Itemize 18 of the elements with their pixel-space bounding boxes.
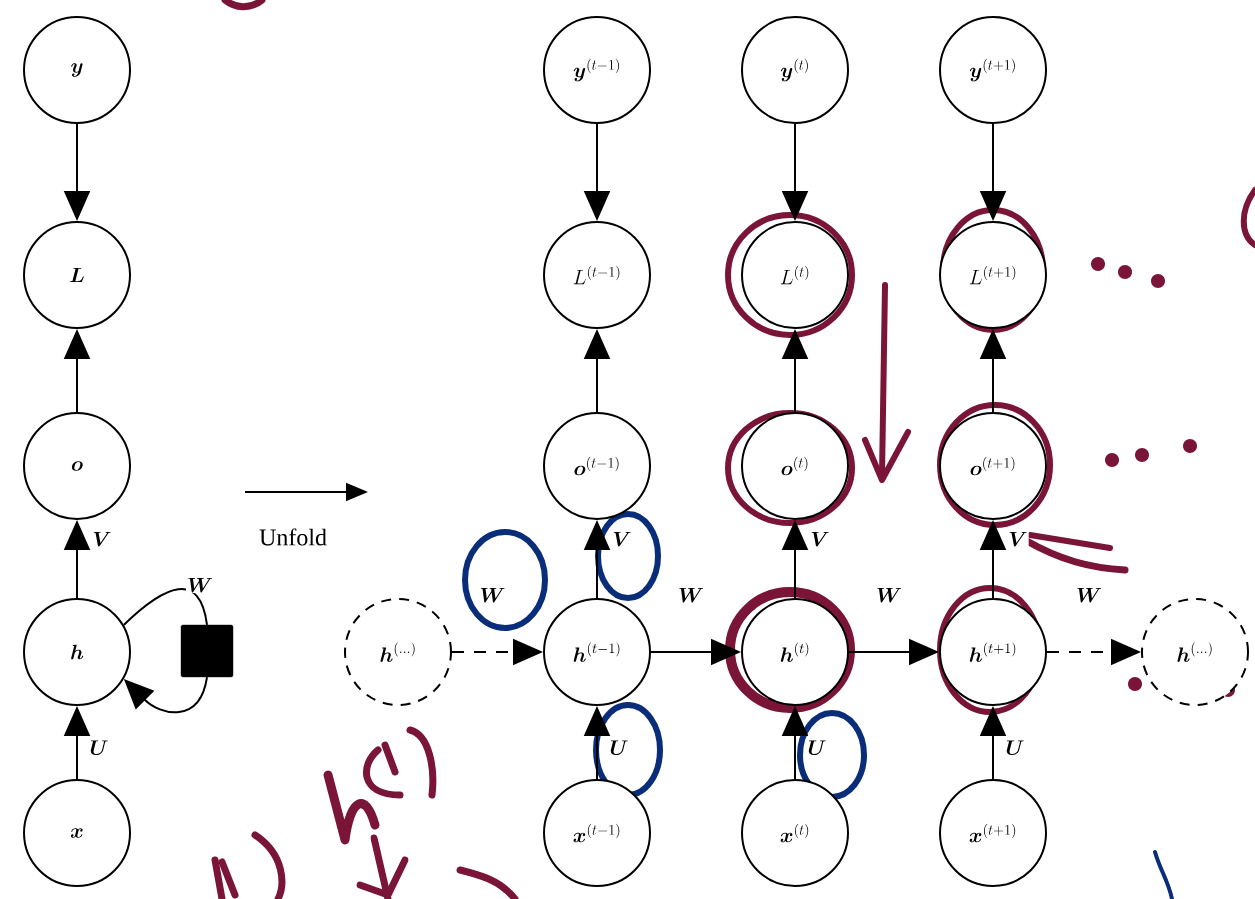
delay-square [180, 624, 234, 678]
node-label: $\boldsymbol{x}^{(t)}$ [780, 823, 809, 843]
node-label: $\boldsymbol{x}^{(t-1)}$ [573, 823, 620, 843]
edge-label: $\boldsymbol{W}$ [478, 586, 507, 604]
edge-label: $\boldsymbol{V}$ [611, 530, 633, 548]
unfold-label: Unfold [259, 528, 327, 546]
edge-label: $\boldsymbol{W}$ [875, 586, 903, 604]
edge-label: $\boldsymbol{U}$ [1004, 739, 1026, 756]
edge-label: $\boldsymbol{U}$ [88, 739, 110, 756]
edge-label: $\boldsymbol{U}$ [608, 739, 630, 756]
edge-label: $\boldsymbol{V}$ [1007, 530, 1029, 548]
edge-label: $\boldsymbol{W}$ [1075, 586, 1103, 604]
edge-label: $\boldsymbol{W}$ [186, 576, 214, 594]
edge-label: $\boldsymbol{V}$ [809, 530, 831, 548]
edge-label: $\boldsymbol{V}$ [91, 530, 113, 548]
edge-label: $\boldsymbol{U}$ [806, 739, 828, 756]
node-label: $\boldsymbol{h}^{(\ldots)}$ [1177, 642, 1212, 662]
edge-label: $\boldsymbol{W}$ [677, 586, 705, 604]
